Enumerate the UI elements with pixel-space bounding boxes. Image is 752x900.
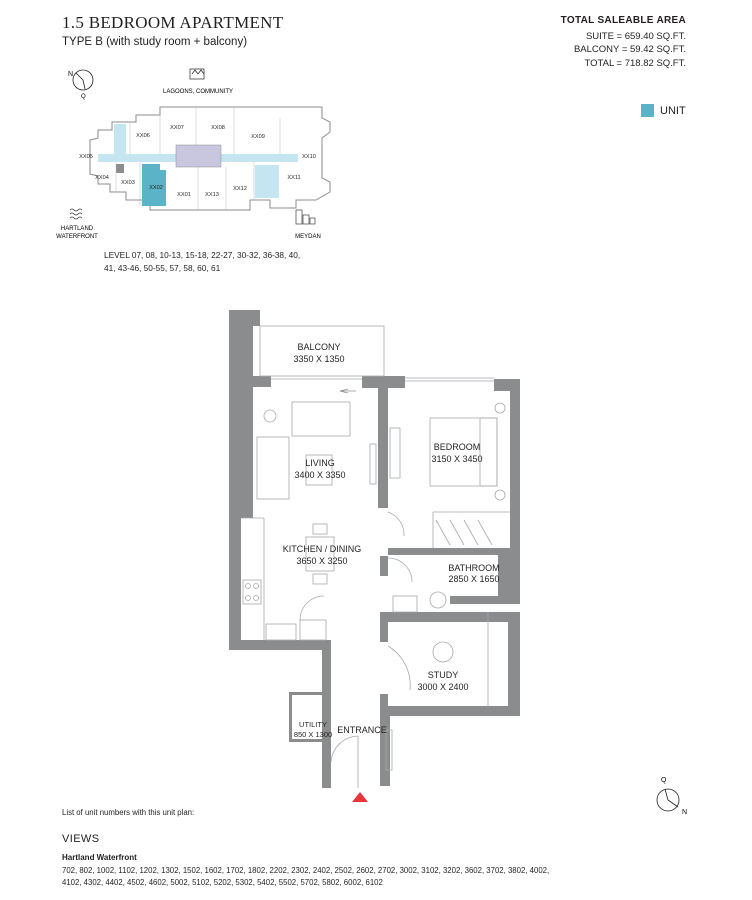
keyplan-shaft (116, 164, 124, 173)
room-entrance-name: ENTRANCE (337, 725, 387, 735)
room-kitchen-size: 3650 X 3250 (296, 556, 347, 566)
key-plan: N Q LAGOONS, COMMUNITY XX05 XX06 XX07 XX… (56, 68, 331, 240)
community-icon (189, 68, 205, 80)
page-subtitle: TYPE B (with study room + balcony) (62, 36, 248, 48)
area-suite: SUITE = 659.40 SQ.FT. (585, 30, 686, 42)
waves-icon (69, 208, 83, 220)
keyplan-core (175, 144, 222, 168)
room-living-size: 3400 X 3350 (294, 470, 345, 480)
keyplan-compass-q: Q (81, 94, 86, 100)
unit-xx01: XX01 (177, 192, 191, 198)
views-unit-list: 702, 802, 1002, 1102, 1202, 1302, 1502, … (62, 866, 550, 887)
city-icon (295, 209, 316, 225)
level-list: LEVEL 07, 08, 10-13, 15-18, 22-27, 30-32… (104, 250, 301, 273)
views-subtitle: Hartland Waterfront (62, 853, 137, 862)
entrance-marker-icon (352, 792, 368, 802)
landmark-left-1: HARTLAND (61, 226, 94, 232)
unit-list-note: List of unit numbers with this unit plan… (62, 808, 195, 817)
legend: UNIT (641, 104, 686, 117)
balcony-rail (259, 325, 385, 377)
keyplan-compass-n: N (68, 71, 73, 78)
room-kitchen-name: KITCHEN / DINING (283, 544, 362, 554)
room-study-size: 3000 X 2400 (417, 682, 468, 692)
unit-xx06: XX06 (136, 133, 150, 139)
compass-n: N (682, 809, 687, 816)
room-bedroom-name: BEDROOM (434, 442, 481, 452)
room-bathroom-size: 2850 X 1650 (448, 574, 499, 584)
room-balcony-size: 3350 X 1350 (293, 354, 344, 364)
landmark-right: MEYDAN (295, 234, 321, 240)
area-balcony: BALCONY = 59.42 SQ.FT. (573, 44, 686, 55)
landmark-top: LAGOONS, COMMUNITY (163, 89, 233, 95)
unit-xx07: XX07 (170, 125, 184, 131)
room-utility-size: 850 X 1300 (294, 730, 332, 739)
compass-icon: Q N (656, 777, 687, 816)
walls (229, 310, 520, 788)
saleable-area-box: TOTAL SALEABLE AREA SUITE = 659.40 SQ.FT… (561, 14, 686, 70)
page-title: 1.5 BEDROOM APARTMENT (62, 13, 284, 32)
room-balcony-name: BALCONY (297, 342, 340, 352)
legend-label: UNIT (660, 104, 686, 117)
legend-swatch (641, 104, 654, 117)
unit-xx08: XX08 (211, 125, 225, 131)
room-utility-name: UTILITY (299, 720, 327, 729)
unit-xx04: XX04 (95, 175, 109, 181)
area-total: TOTAL = 718.82 SQ.FT. (584, 57, 686, 69)
keyplan-highlighted-unit (142, 164, 166, 206)
unit-xx10: XX10 (302, 154, 316, 160)
unit-xx09: XX09 (251, 134, 265, 140)
views-title: VIEWS (62, 833, 100, 845)
unit-xx03: XX03 (121, 180, 135, 186)
unit-xx13: XX13 (205, 192, 219, 198)
unit-xx12: XX12 (233, 186, 247, 192)
room-living-name: LIVING (305, 458, 335, 468)
room-bedroom-size: 3150 X 3450 (431, 454, 482, 464)
area-title: TOTAL SALEABLE AREA (560, 15, 686, 26)
room-study-name: STUDY (428, 670, 459, 680)
compass-q: Q (661, 777, 667, 784)
landmark-left-2: WATERFRONT (56, 234, 98, 240)
unit-xx11: XX11 (287, 175, 300, 181)
keyplan-unit-light (114, 124, 126, 154)
keyplan-compass-icon: N Q (68, 69, 94, 100)
unit-xx05: XX05 (79, 154, 93, 160)
room-bathroom-name: BATHROOM (448, 563, 499, 573)
unit-xx02: XX02 (149, 185, 163, 191)
keyplan-unit-light-2 (255, 165, 279, 198)
